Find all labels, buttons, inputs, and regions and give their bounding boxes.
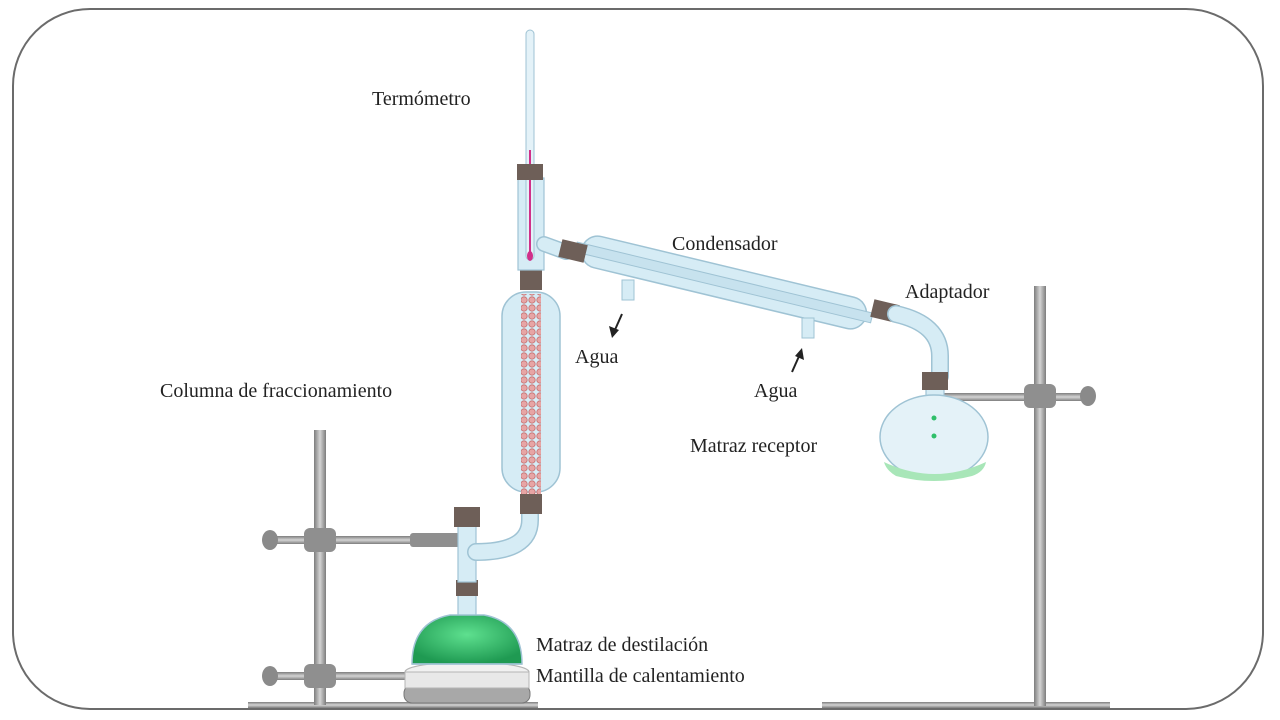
upper-clamp-arm	[276, 536, 466, 544]
adapter-stopper	[454, 507, 480, 527]
label-condenser: Condensador	[672, 233, 778, 255]
water-flow-arrows	[609, 313, 804, 373]
claisen-adapter	[454, 503, 539, 583]
flask-stopper	[456, 580, 478, 596]
right-clamp-arm	[942, 393, 1090, 401]
right-stand-base	[822, 702, 1110, 708]
column-bottom-stopper	[520, 494, 542, 514]
column-packing	[521, 294, 541, 498]
upper-clamp-boss	[304, 528, 336, 552]
thermometer	[517, 29, 543, 261]
lower-clamp-arm	[276, 672, 406, 680]
receiving-flask	[879, 372, 989, 481]
column-top-stopper	[520, 268, 542, 290]
lower-clamp-boss	[304, 664, 336, 688]
heating-mantle	[403, 661, 531, 704]
water-inlet-nozzle	[801, 317, 815, 339]
right-clamp-knob	[1080, 386, 1096, 406]
right-ring-stand	[822, 286, 1110, 708]
label-water-outlet: Agua	[575, 346, 619, 368]
upper-clamp-knob	[262, 530, 278, 550]
water-outlet-nozzle	[621, 279, 635, 301]
label-water-inlet: Agua	[754, 380, 798, 402]
droplet	[931, 415, 937, 421]
right-clamp-boss	[1024, 384, 1056, 408]
condenser-inlet-stopper	[558, 239, 588, 263]
thermometer-stopper	[517, 164, 543, 180]
label-heating-mantle: Mantilla de calentamiento	[536, 665, 745, 687]
lower-clamp-knob	[262, 666, 278, 686]
left-stand-rod	[314, 430, 326, 705]
label-fractionating-column: Columna de fraccionamiento	[160, 380, 393, 402]
left-ring-stand	[248, 430, 538, 708]
fractionating-column	[501, 268, 561, 514]
droplet	[931, 433, 937, 439]
label-thermometer: Termómetro	[372, 88, 471, 110]
label-receiving-flask: Matraz receptor	[690, 435, 818, 457]
receiver-stopper	[922, 372, 948, 390]
right-stand-rod	[1034, 286, 1046, 706]
slide-frame	[12, 8, 1264, 710]
label-distillation-flask: Matraz de destilación	[536, 634, 709, 656]
upper-clamp-jaw	[410, 533, 460, 547]
left-stand-base	[248, 702, 538, 708]
distillation-flask	[411, 580, 523, 665]
label-adapter: Adaptador	[905, 281, 990, 303]
receiver-adapter	[887, 305, 949, 385]
